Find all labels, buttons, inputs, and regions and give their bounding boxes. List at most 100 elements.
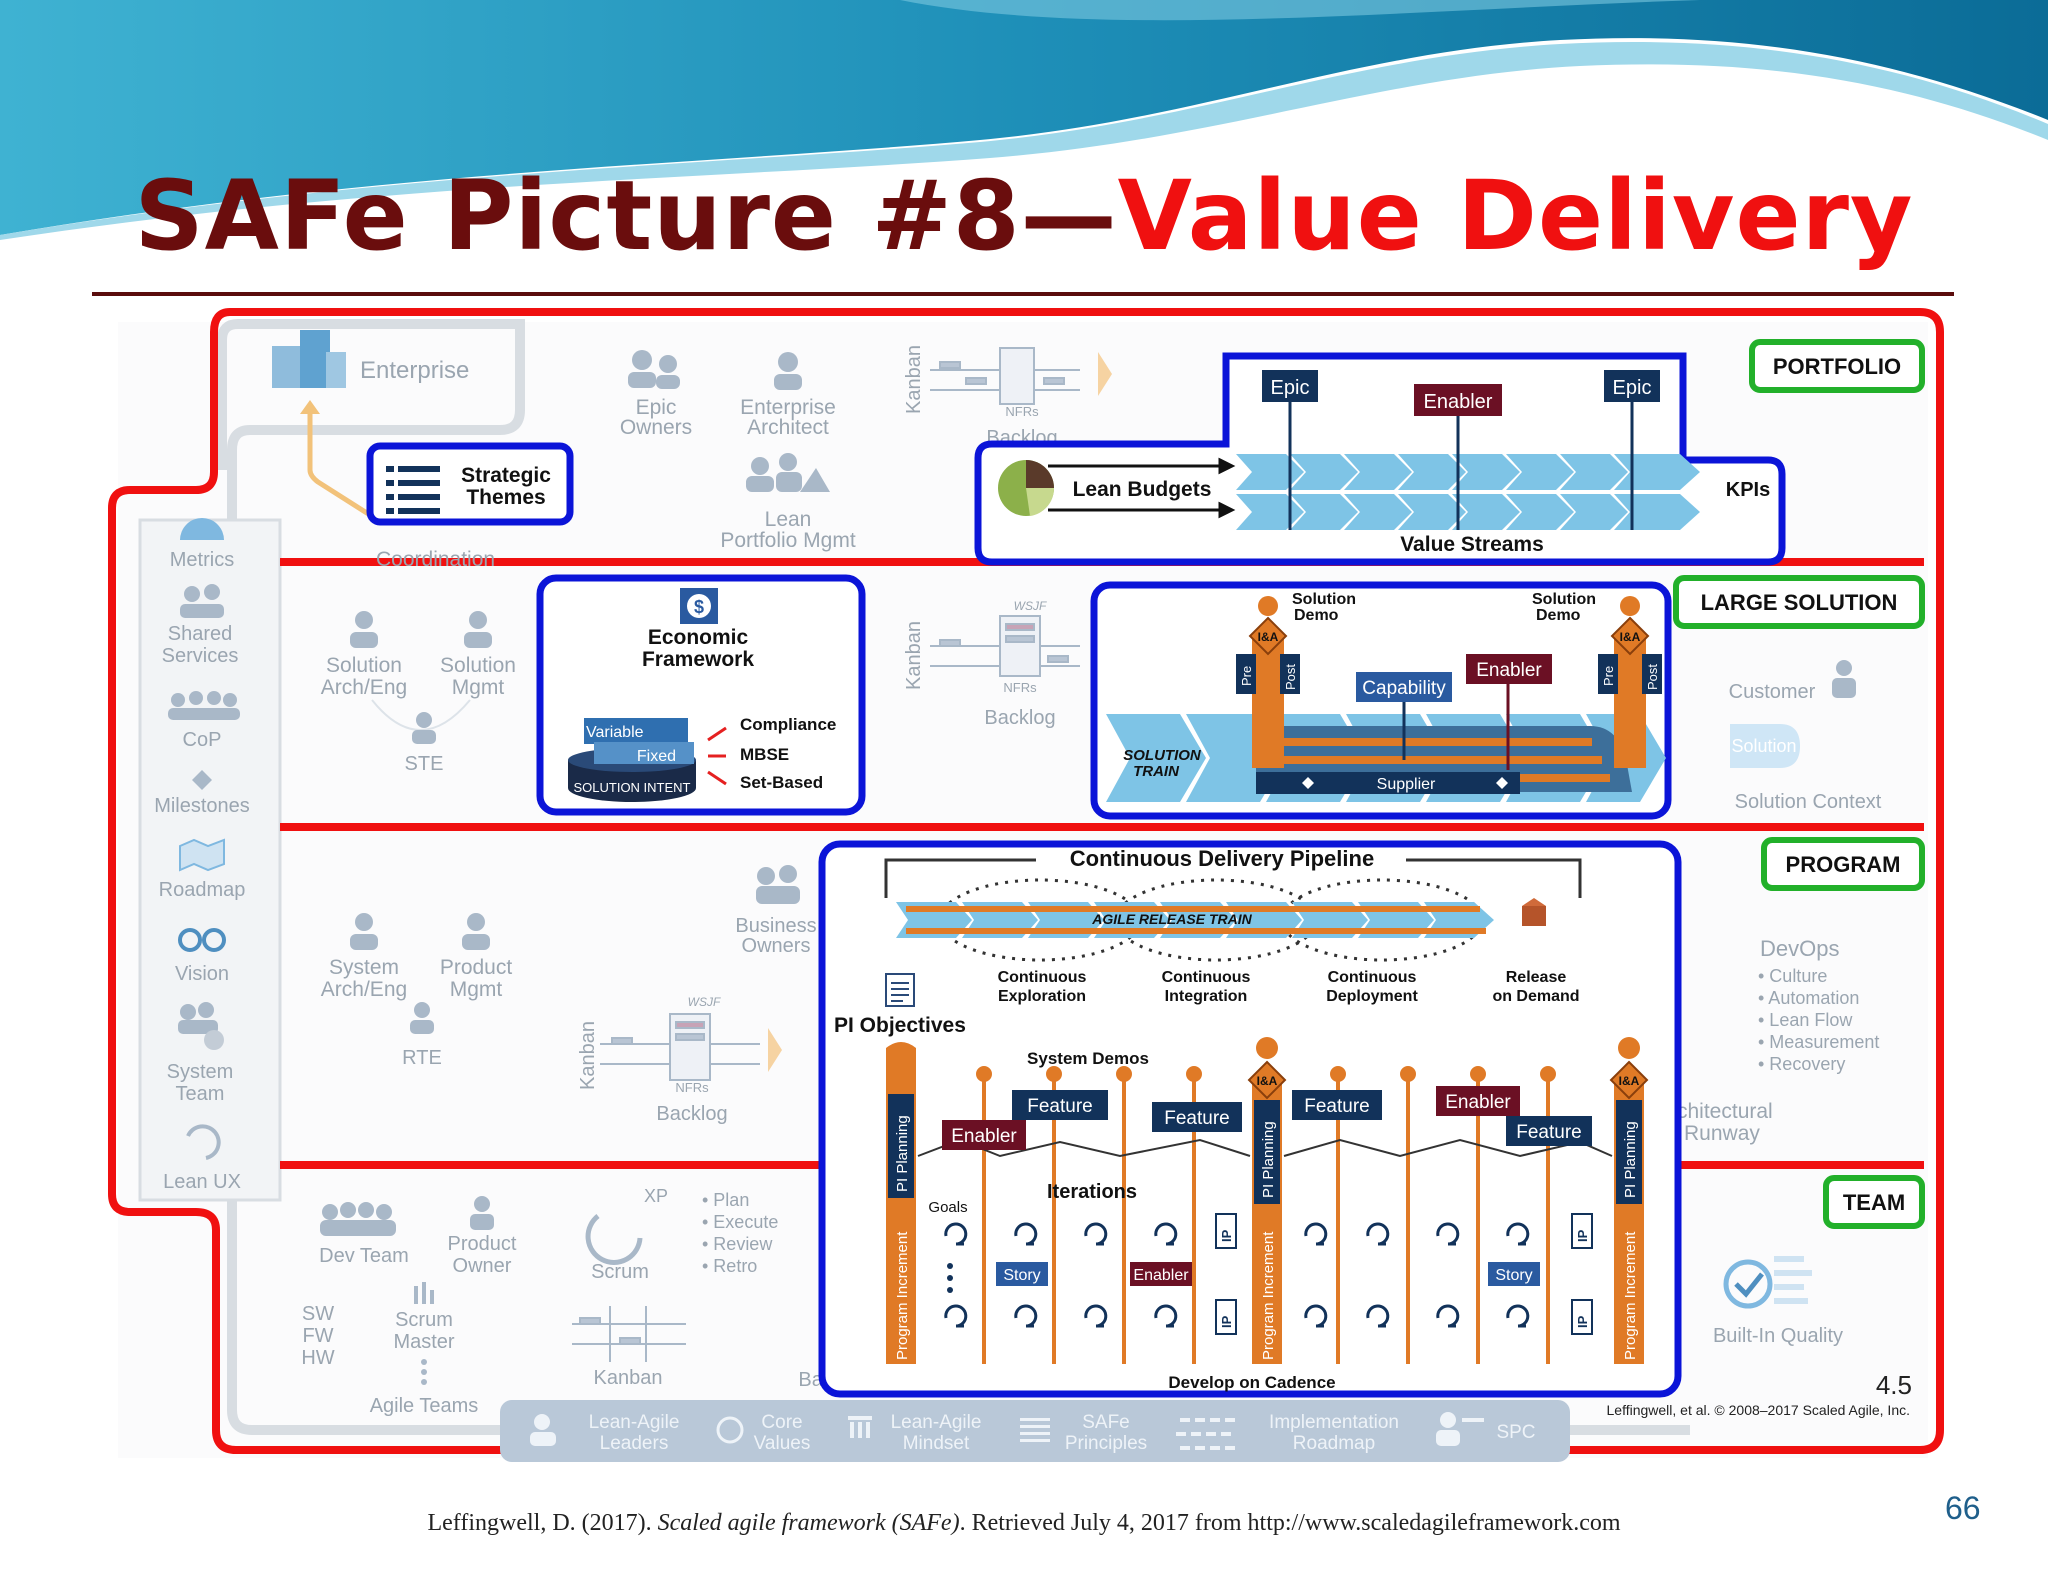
story-tag-1-label: Story [1003,1267,1040,1284]
scrum-item-review: • Review [702,1234,773,1254]
devops-item-lean-flow: • Lean Flow [1758,1010,1853,1030]
mbse-label: MBSE [740,745,789,764]
art-rails [906,906,1486,934]
feature-tag-3 [1292,1090,1382,1120]
epic-tag-right [1604,370,1660,402]
ip-box-1-bottom [1215,1299,1237,1335]
enterprise-architect-label-2: Architect [747,416,829,439]
solution-arch-icon [350,611,378,648]
portfolio-kanban-label: Kanban [903,345,925,414]
product-mgmt-label-1: Product [440,956,513,979]
enterprise-frame [217,319,1690,1435]
ip-box-2-top [1571,1213,1593,1249]
product-mgmt-icon [462,913,490,950]
pillar-1-top [886,1042,916,1048]
program-backlog-label: Backlog [656,1103,727,1125]
sidebar-milestones: Milestones [154,795,250,817]
vision-binoculars-icon [178,928,226,952]
demo-head-right [1620,596,1640,616]
solution-intent-cylinder [568,718,696,802]
ip-box-1-bottom-label: IP [1219,1315,1234,1328]
footer-item-3-l1: Lean-Agile [891,1412,982,1433]
feature-tag-3-label: Feature [1304,1096,1369,1117]
solution-wsjf-label: WSJF [1014,599,1047,613]
team-kanban-board [572,1306,686,1362]
post-label-right: Post [1645,664,1660,690]
demo-head-left [1258,596,1278,616]
enabler-tag-program-2 [1436,1086,1520,1116]
citation-work: Scaled agile framework (SAFe) [657,1510,960,1536]
dollar-gear-icon: $ [680,588,718,624]
principles-icon [1020,1418,1050,1442]
pi-objectives-doc-icon [885,973,915,1007]
supplier-diamond-right [1496,777,1508,789]
foundation-footer-bar [500,1400,1570,1462]
pi-planning-tag-3 [1616,1100,1642,1204]
agile-teams-label: Agile Teams [370,1395,479,1417]
slide-title: SAFe Picture #8—Value Delivery [0,160,2048,272]
solution-demo-right-2: Demo [1536,607,1581,624]
supplier-label: Supplier [1377,776,1436,793]
epic-owners-label-1: Epic [636,396,677,419]
footer-lean-agile-mindset: Lean-Agile Mindset [848,1412,981,1454]
value-streams-label: Value Streams [1400,533,1544,556]
footer-item-5-l2: Roadmap [1293,1433,1375,1454]
devops-item-recovery: • Recovery [1758,1054,1845,1074]
footer-implementation-roadmap: Implementation Roadmap [1176,1412,1399,1454]
footer-item-5-l1: Implementation [1269,1412,1399,1433]
feature-tag-1 [1012,1090,1108,1120]
footer-core-values: Core Values [716,1412,810,1454]
footer-item-3-l2: Mindset [903,1433,970,1454]
solution-context-label: Solution Context [1735,791,1882,813]
sidebar-shared: Shared [168,623,233,645]
post-tag-left [1280,654,1300,694]
cont-integration-1: Continuous [1162,969,1251,986]
xp-label: XP [644,1186,668,1206]
program-team-highlight-box [818,840,1682,1398]
sidebar-metrics: Metrics [170,549,234,571]
scrum-master-icon [414,1282,434,1304]
rte-icon [410,1002,434,1034]
epic-tag-right-label: Epic [1613,377,1652,399]
enterprise-arrow [307,410,372,518]
ste-label: STE [405,753,444,775]
capability-tag [1356,672,1452,702]
release-on-demand-1: Release [1506,969,1567,986]
feature-tag-1-label: Feature [1027,1096,1092,1117]
system-demos-label: System Demos [1027,1049,1149,1068]
milestones-icon [192,770,212,790]
ip-box-2-bottom [1571,1299,1593,1335]
ia-diamond-left [1248,616,1288,656]
devops-item-measurement: • Measurement [1758,1032,1879,1052]
kpis-label: KPIs [1726,479,1770,501]
team-level-label: TEAM [1843,1190,1905,1215]
lean-portfolio-mgmt-label-1: Lean [765,508,812,531]
footer-item-6-l1: SPC [1496,1422,1535,1443]
strategic-themes-label-1: Strategic [461,464,551,487]
solution-intent-label: SOLUTION INTENT [573,780,690,795]
solution-context-shape [1730,724,1800,768]
strategic-themes-label-2: Themes [466,486,545,509]
sidebar-vision: Vision [175,963,229,985]
scrum-item-execute: • Execute [702,1212,778,1232]
program-kanban-arrow [768,1028,782,1072]
enabler-tag-team [1130,1262,1192,1286]
shared-services-icon [180,584,224,618]
list-icon [386,466,440,514]
story-tag-2-label: Story [1495,1267,1532,1284]
ia-diamond-program-2 [1609,1060,1649,1100]
citation-author: Leffingwell, D. (2017). [427,1510,658,1536]
pre-label-left: Pre [1239,666,1254,686]
enabler-tag-program-2-label: Enabler [1445,1092,1511,1113]
page-number: 66 [1945,1490,1981,1526]
title-part-2: Value Delivery [1117,160,1914,272]
supplier-bar [1256,772,1520,794]
rte-label: RTE [402,1047,442,1069]
pre-tag-right [1598,654,1618,694]
develop-on-cadence-label: Develop on Cadence [1168,1373,1335,1392]
business-owners-label-1: Business [735,915,816,937]
portfolio-pins [1288,400,1634,530]
program-level-label: PROGRAM [1786,852,1901,877]
metrics-icon [180,518,224,540]
goals-label: Goals [928,1199,967,1216]
